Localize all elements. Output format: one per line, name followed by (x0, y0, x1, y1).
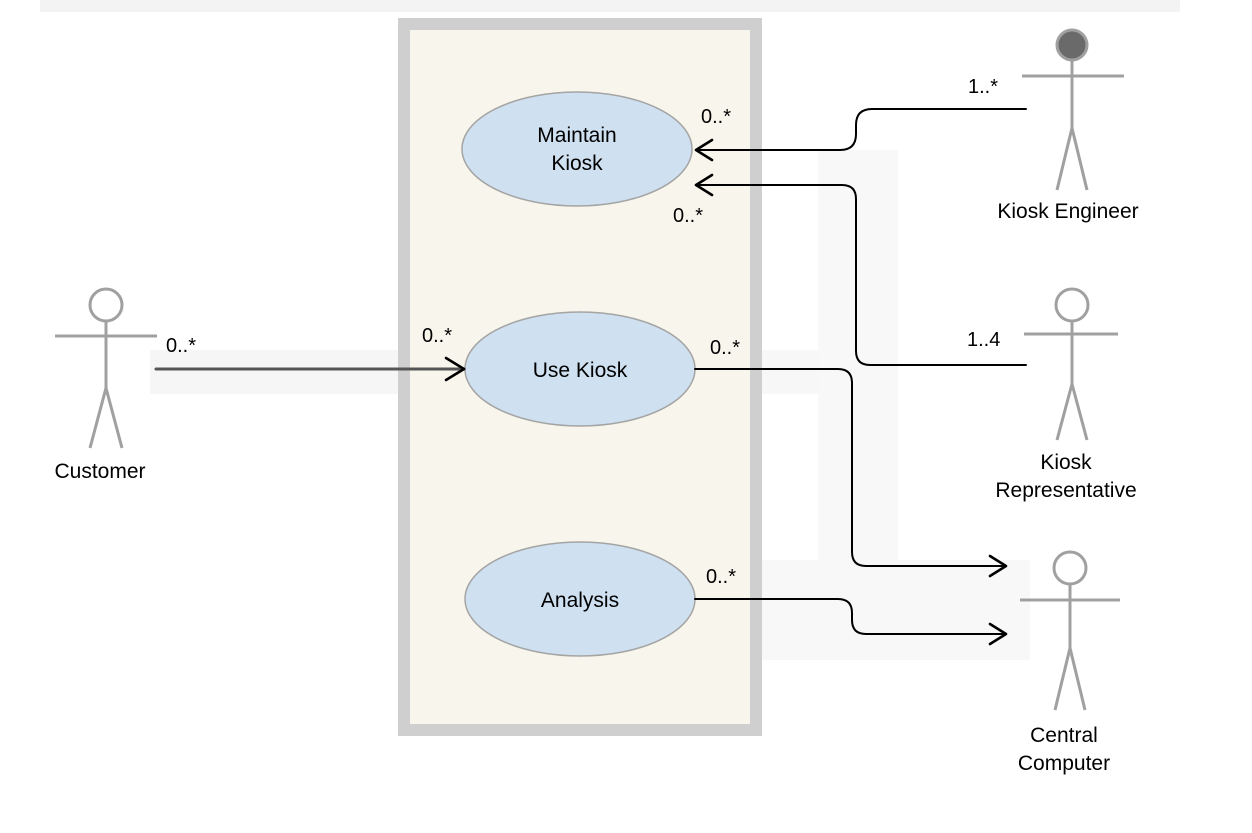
kiosk-representative-left-leg (1055, 383, 1074, 441)
multiplicity-labels: 1..* 0..* 0..* 1..4 0..* 0..* 0..* 0..* (166, 76, 1000, 588)
representative-to-maintain-kiosk-line[interactable] (695, 184, 1027, 366)
customer-to-use-kiosk-arrowhead (444, 356, 466, 382)
actor-kiosk-engineer[interactable]: Kiosk Engineer (997, 28, 1139, 223)
central-computer-right-leg (1068, 647, 1087, 711)
kiosk-engineer-right-leg (1070, 127, 1089, 191)
central-computer-head (1052, 550, 1088, 586)
use-kiosk-to-central-computer-arrowhead (988, 554, 1008, 578)
multiplicity-engineer-usecase-end: 0..* (701, 106, 731, 128)
multiplicity-customer-actor-end: 0..* (166, 335, 196, 357)
actor-kiosk-representative[interactable]: Kiosk Representative (995, 287, 1137, 502)
use-kiosk-to-central-computer-line[interactable] (694, 368, 1007, 567)
multiplicity-representative-usecase-end: 0..* (673, 205, 703, 227)
use-case-analysis[interactable]: Analysis (464, 541, 696, 657)
multiplicity-representative-actor-end: 1..4 (967, 329, 1000, 351)
engineer-to-maintain-kiosk-line[interactable] (695, 108, 1027, 151)
kiosk-representative-right-leg (1070, 383, 1089, 441)
connectors (154, 108, 1027, 646)
use-kiosk-label: Use Kiosk (533, 359, 628, 382)
multiplicity-usekiosk-usecase-end: 0..* (710, 337, 740, 359)
maintain-kiosk-ellipse (461, 91, 693, 207)
maintain-kiosk-label-line1: Maintain (537, 124, 616, 147)
right-band-horizontal (760, 560, 1030, 660)
central-computer-label-line2: Computer (1018, 752, 1110, 775)
kiosk-engineer-label: Kiosk Engineer (997, 200, 1138, 223)
analysis-to-central-computer-line[interactable] (694, 598, 1007, 635)
customer-band (150, 350, 400, 394)
kiosk-engineer-head (1055, 28, 1089, 62)
top-band (40, 0, 1180, 12)
multiplicity-engineer-actor-end: 1..* (968, 76, 998, 98)
customer-head (88, 287, 124, 323)
analysis-label: Analysis (541, 589, 619, 612)
kiosk-representative-label-line1: Kiosk (1040, 451, 1092, 474)
central-computer-label-line1: Central (1030, 724, 1098, 747)
kiosk-engineer-left-leg (1055, 127, 1074, 191)
multiplicity-analysis-usecase-end: 0..* (706, 566, 736, 588)
multiplicity-customer-usecase-end: 0..* (422, 325, 452, 347)
representative-to-maintain-kiosk-arrowhead (694, 173, 714, 197)
customer-right-leg (104, 387, 124, 449)
background-bands (40, 0, 1180, 660)
customer-left-leg (88, 387, 108, 449)
use-case-maintain-kiosk[interactable]: Maintain Kiosk (461, 91, 693, 207)
kiosk-representative-head (1054, 287, 1090, 323)
maintain-kiosk-label-line2: Kiosk (551, 152, 603, 175)
actor-customer[interactable]: Customer (54, 287, 157, 483)
kiosk-representative-label-line2: Representative (995, 479, 1136, 502)
engineer-to-maintain-kiosk-arrowhead (694, 138, 714, 162)
central-computer-left-leg (1053, 647, 1072, 711)
customer-label: Customer (54, 460, 145, 483)
actor-central-computer[interactable]: Central Computer (1018, 550, 1120, 775)
use-case-use-kiosk[interactable]: Use Kiosk (464, 311, 696, 427)
analysis-to-central-computer-arrowhead (988, 622, 1008, 646)
